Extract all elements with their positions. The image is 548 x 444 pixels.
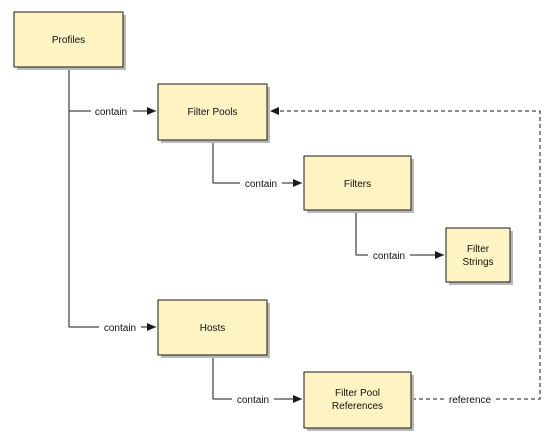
node-label: References	[332, 401, 383, 412]
node-label: Profiles	[52, 35, 85, 46]
edge-filter-pools-to-filters: contain	[212, 141, 302, 190]
edge-label-contain: contain	[237, 395, 269, 406]
node-filters: Filters	[303, 155, 414, 213]
edge-label-reference: reference	[449, 395, 492, 406]
edge-filters-to-filter-strings: contain	[355, 211, 444, 262]
node-label: Filter Pools	[187, 107, 237, 118]
edge-filter-pool-references-to-filter-pools: reference	[270, 107, 541, 406]
edge-profiles-to-hosts: contain	[68, 67, 156, 334]
edge-label-contain: contain	[104, 323, 136, 334]
node-filter-strings: Filter Strings	[445, 227, 513, 285]
node-label: Filter	[467, 244, 490, 255]
node-filter-pool-references: Filter Pool References	[303, 371, 414, 431]
edge-hosts-to-filter-pool-references: contain	[212, 355, 302, 406]
edge-label-contain: contain	[373, 251, 405, 262]
node-label: Hosts	[200, 323, 226, 334]
node-label: Strings	[462, 257, 493, 268]
edge-profiles-to-filter-pools: contain	[68, 67, 156, 118]
node-hosts: Hosts	[157, 299, 270, 358]
node-label: Filters	[344, 179, 371, 190]
edge-label-contain: contain	[95, 107, 127, 118]
node-filter-pools: Filter Pools	[157, 83, 270, 143]
node-label: Filter Pool	[335, 388, 380, 399]
node-profiles: Profiles	[13, 11, 126, 70]
edge-label-contain: contain	[245, 179, 277, 190]
